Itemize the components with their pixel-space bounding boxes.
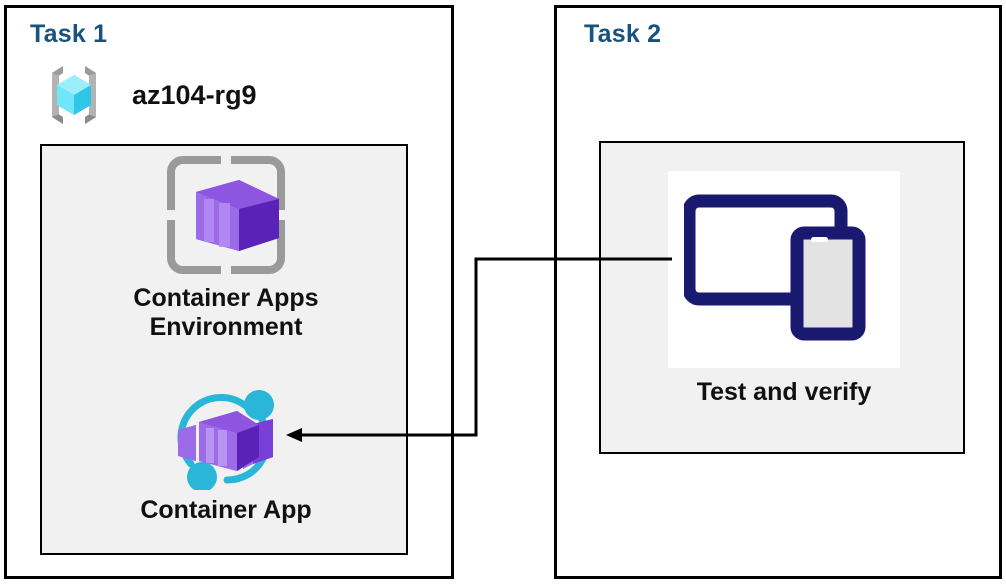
- container-apps-environment-label: Container Apps Environment: [133, 284, 319, 341]
- devices-test-icon: [682, 184, 884, 356]
- test-and-verify-label: Test and verify: [696, 378, 872, 406]
- task-1-title: Task 1: [30, 20, 108, 48]
- task-2-panel: Test and verify: [599, 141, 965, 454]
- task-1-panel: Container Apps Environment: [40, 144, 408, 555]
- container-app-item: Container App: [42, 378, 410, 525]
- test-and-verify-tile: [668, 171, 900, 368]
- resource-group-icon: [36, 57, 112, 133]
- resource-group-name: az104-rg9: [132, 79, 257, 110]
- container-apps-environment-item: Container Apps Environment: [42, 152, 410, 342]
- test-and-verify-item: Test and verify: [601, 171, 967, 407]
- resource-group-row: az104-rg9: [36, 57, 336, 133]
- task-2-title: Task 2: [584, 20, 662, 48]
- container-app-label: Container App: [140, 496, 312, 524]
- container-apps-environment-icon: [163, 152, 289, 278]
- container-app-icon: [165, 378, 287, 492]
